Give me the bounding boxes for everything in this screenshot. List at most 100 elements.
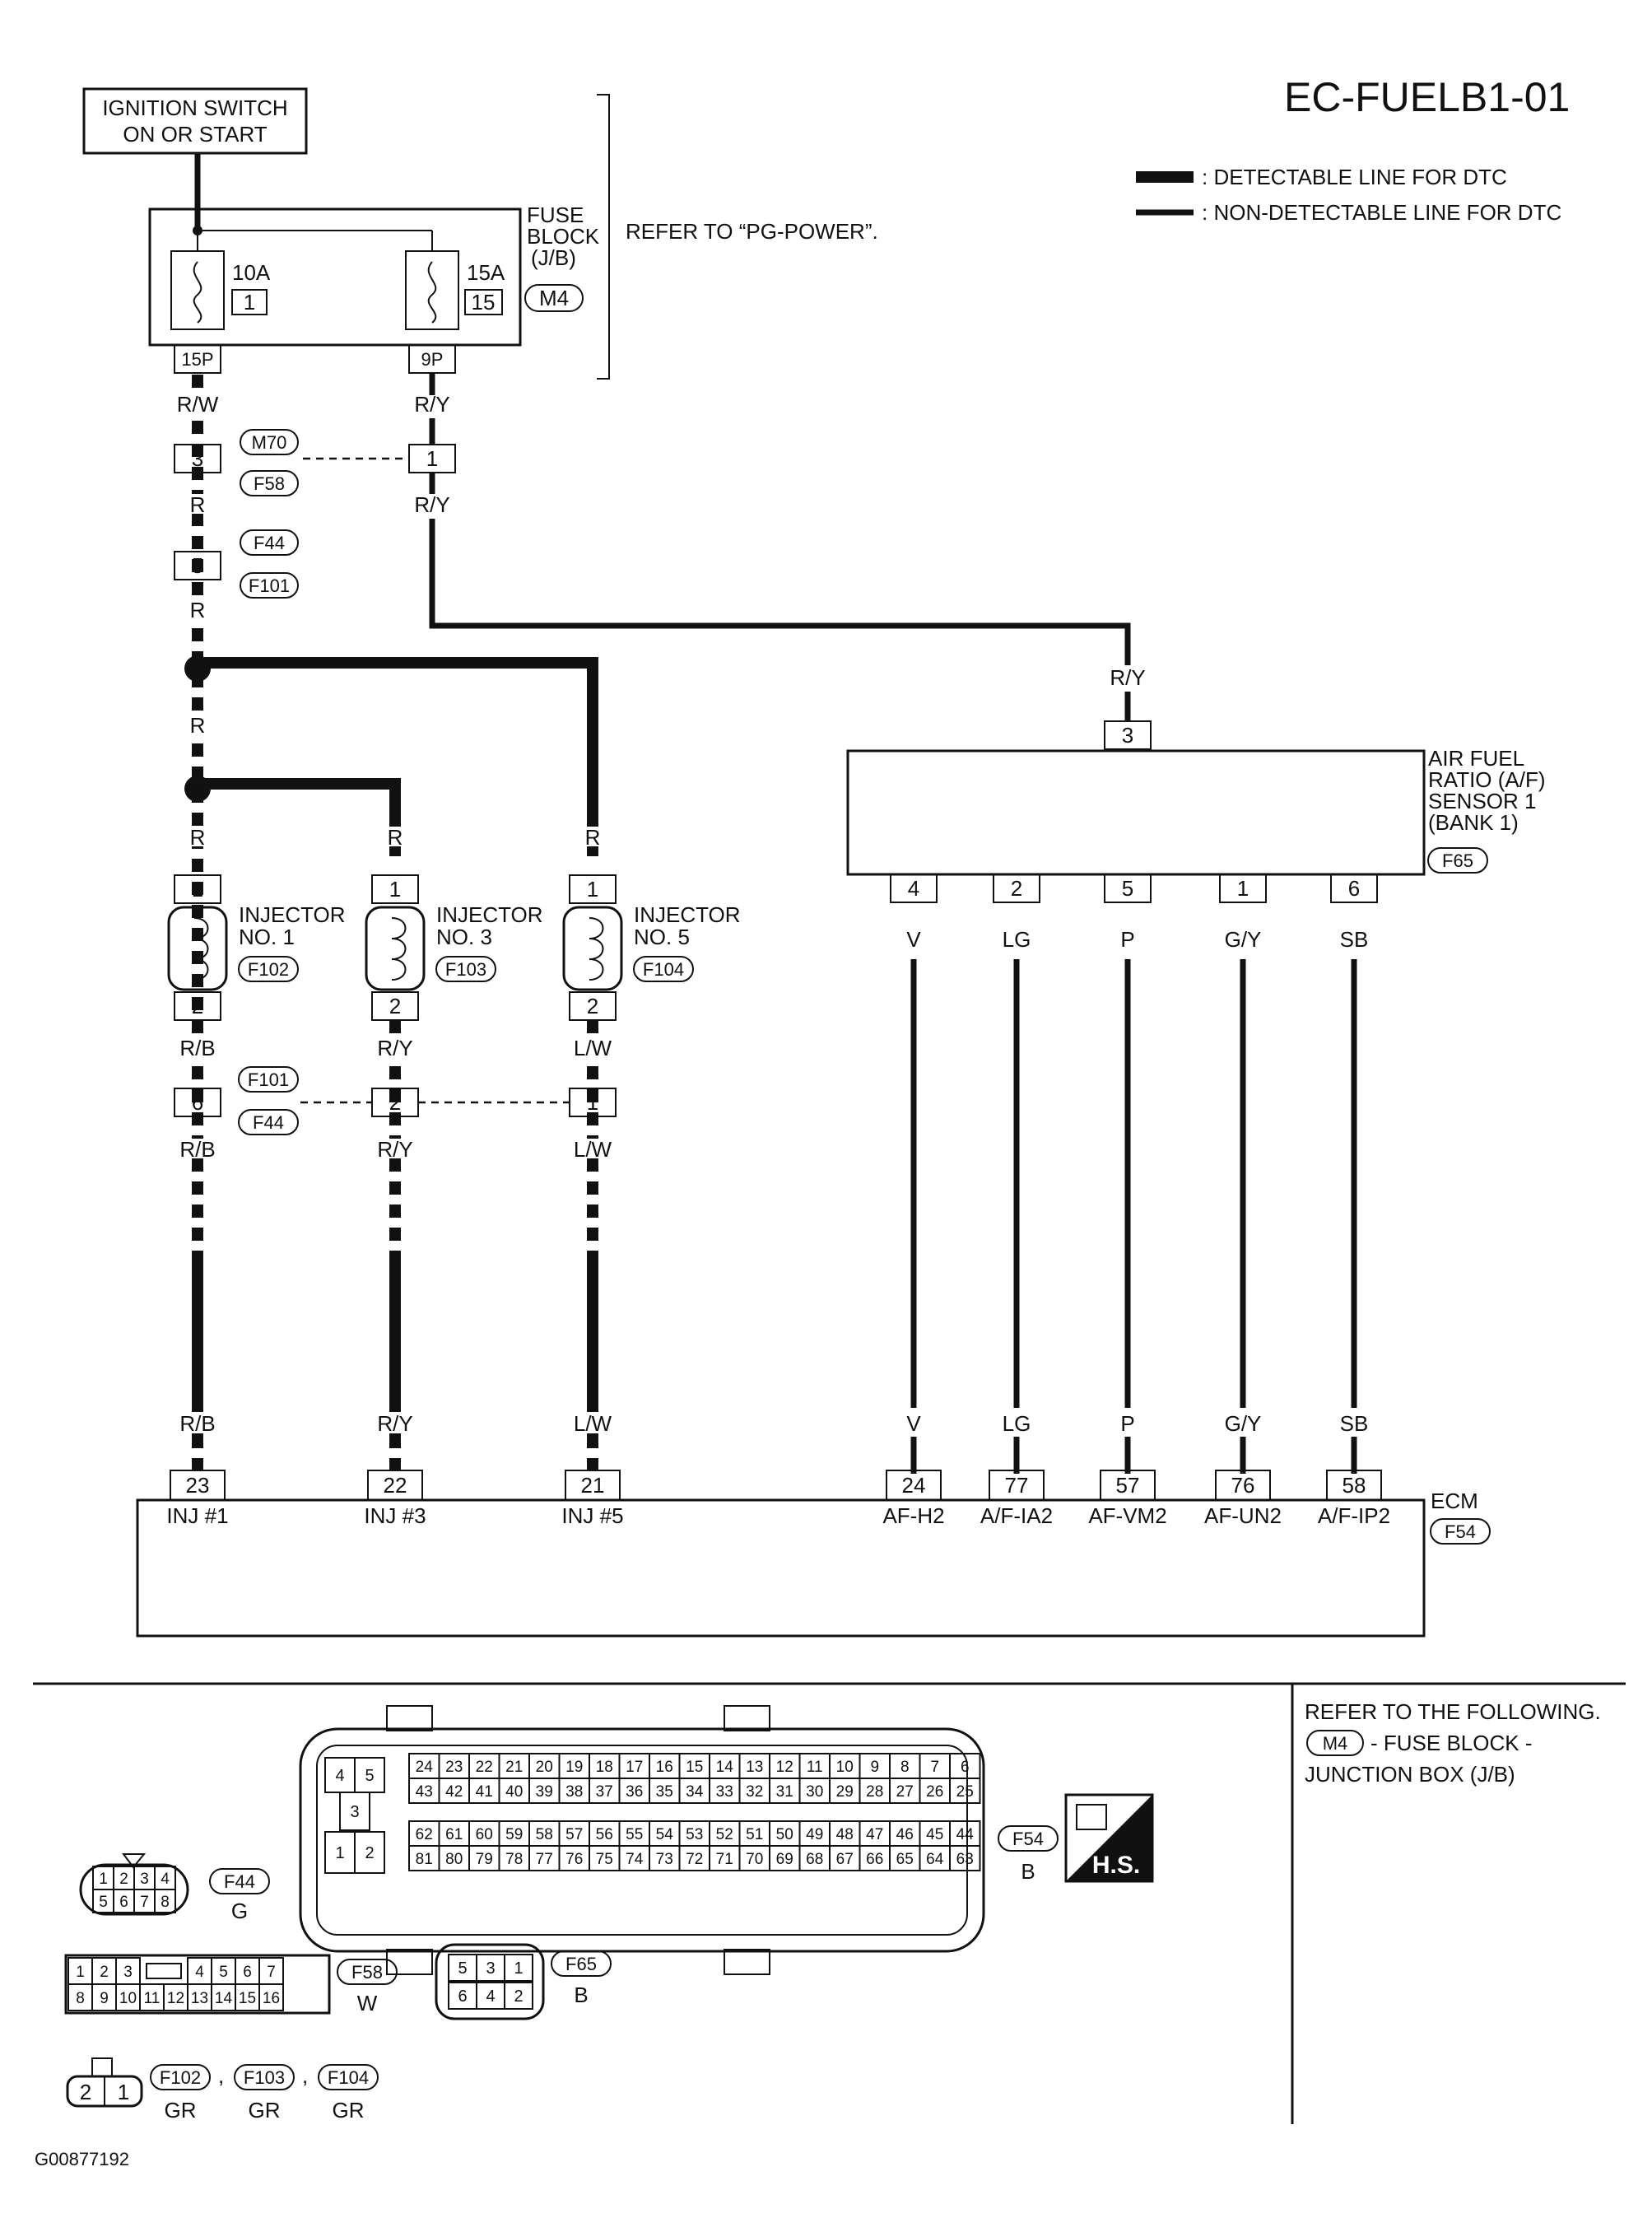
pin-number: 55	[626, 1826, 643, 1843]
fuse1-number: 1	[244, 290, 255, 315]
pin-number: 16	[656, 1759, 673, 1776]
pin-number: 15	[239, 1990, 256, 2007]
svg-text:NO. 3: NO. 3	[436, 925, 492, 949]
fuse-block-label: FUSE	[527, 203, 584, 227]
pin-number: 21	[505, 1759, 523, 1776]
fuse-10a	[170, 250, 225, 330]
pin-number: 10	[119, 1990, 137, 2007]
svg-text:R: R	[190, 598, 206, 622]
svg-text:M70: M70	[252, 432, 287, 453]
ecm-box	[136, 1498, 1426, 1638]
svg-text:G: G	[231, 1899, 248, 1923]
pin-number: 41	[476, 1783, 493, 1801]
svg-text:2: 2	[80, 2080, 91, 2104]
pin-number: 9	[100, 1990, 109, 2007]
svg-text:1: 1	[389, 877, 401, 902]
pin-number: 2	[119, 1871, 128, 1888]
pin-number: 23	[445, 1759, 463, 1776]
pin-number: 58	[536, 1826, 553, 1843]
pin-number: 70	[746, 1851, 763, 1868]
svg-text:R/B: R/B	[179, 1411, 215, 1436]
pin-cell	[258, 1983, 284, 2011]
pin-number: 48	[836, 1826, 854, 1843]
pin-number: 50	[776, 1826, 793, 1843]
ecm-label: ECM	[1431, 1489, 1478, 1513]
svg-text:,: ,	[218, 2063, 224, 2088]
pin-number: 68	[806, 1851, 823, 1868]
pin-number: 45	[926, 1826, 943, 1843]
svg-text:F104: F104	[328, 2067, 369, 2088]
fuse-element-icon	[427, 261, 437, 324]
svg-text:6: 6	[192, 1090, 203, 1115]
svg-text:SENSOR 1: SENSOR 1	[1428, 789, 1537, 813]
pin-number: 2	[365, 1844, 374, 1862]
svg-text:R/Y: R/Y	[377, 1411, 412, 1436]
svg-text:NO. 5: NO. 5	[634, 925, 690, 949]
svg-text:3: 3	[1122, 723, 1133, 748]
svg-text:F104: F104	[643, 959, 684, 980]
pin-number: 1	[335, 1844, 344, 1862]
pin-number: 3	[140, 1871, 149, 1888]
svg-text:2: 2	[389, 1090, 401, 1115]
svg-text:AF-UN2: AF-UN2	[1204, 1503, 1282, 1528]
wire-color-r: R	[190, 492, 206, 517]
svg-text:R: R	[585, 825, 601, 850]
pin-number: 18	[596, 1759, 613, 1776]
connector-tag-f103	[435, 956, 496, 982]
pin-number: 59	[505, 1826, 523, 1843]
pin-number: 54	[656, 1826, 674, 1843]
svg-text:F44: F44	[254, 533, 285, 553]
af-sensor-label: AIR FUEL	[1428, 746, 1524, 771]
svg-text:R/Y: R/Y	[377, 1137, 412, 1162]
pin-number: 67	[836, 1851, 854, 1868]
pin-cell	[949, 1845, 981, 1871]
svg-text:A/F-IA2: A/F-IA2	[980, 1503, 1053, 1528]
fuse-element-icon	[193, 261, 202, 324]
pin-number: 5	[219, 1964, 228, 1981]
svg-text:L/W: L/W	[574, 1036, 612, 1060]
svg-text:F103: F103	[244, 2067, 285, 2088]
svg-text:L/W: L/W	[574, 1411, 612, 1436]
svg-text:BLOCK: BLOCK	[527, 224, 600, 249]
pin-number: 2	[514, 1987, 523, 2006]
pin-number: 27	[896, 1783, 914, 1801]
ecm: 23 22 21 24 77 57 76 58 INJ #1 INJ #3 IN…	[136, 1470, 1491, 1638]
pin-number: 7	[930, 1759, 939, 1776]
pin-number: 4	[486, 1987, 495, 2006]
svg-text:2: 2	[192, 994, 203, 1018]
injector-5: 1 2 INJECTOR NO. 5 F104	[562, 874, 741, 1021]
pin-number: 57	[565, 1826, 583, 1843]
svg-text:F54: F54	[1445, 1521, 1476, 1542]
svg-text:(J/B): (J/B)	[531, 245, 576, 270]
svg-text:5: 5	[1122, 876, 1133, 901]
injector-1-label: INJECTOR	[239, 902, 346, 927]
svg-text:R: R	[190, 825, 206, 850]
pin-number: 5	[458, 1959, 467, 1978]
svg-text:1: 1	[118, 2080, 129, 2104]
pin-number: 53	[686, 1826, 703, 1843]
pin-number: 6	[243, 1964, 252, 1981]
pin-number: 12	[167, 1990, 184, 2007]
svg-text:,: ,	[302, 2063, 308, 2088]
svg-text:F101: F101	[248, 1069, 289, 1090]
injector-3: 1 2 INJECTOR NO. 3 F103	[365, 874, 543, 1021]
pin-number: 13	[191, 1990, 208, 2007]
pin-number: 3	[486, 1959, 495, 1978]
pin-number: 51	[746, 1826, 763, 1843]
svg-text:1: 1	[426, 446, 438, 471]
svg-text:SB: SB	[1340, 1411, 1369, 1436]
pin-number: 9	[870, 1759, 879, 1776]
pin-number: 5	[365, 1767, 374, 1785]
svg-text:F44: F44	[253, 1112, 284, 1133]
pin-number: 4	[335, 1767, 344, 1785]
pin-number: 8	[76, 1990, 85, 2007]
svg-text:R/Y: R/Y	[1110, 665, 1145, 690]
pin-number: 16	[263, 1990, 280, 2007]
svg-text:LG: LG	[1003, 1411, 1031, 1436]
svg-text:P: P	[1120, 927, 1134, 952]
svg-text:F44: F44	[224, 1871, 255, 1892]
svg-text:F102: F102	[248, 959, 289, 980]
pin-number: 39	[536, 1783, 553, 1801]
pin-number: 30	[806, 1783, 823, 1801]
pin-number: 56	[596, 1826, 613, 1843]
